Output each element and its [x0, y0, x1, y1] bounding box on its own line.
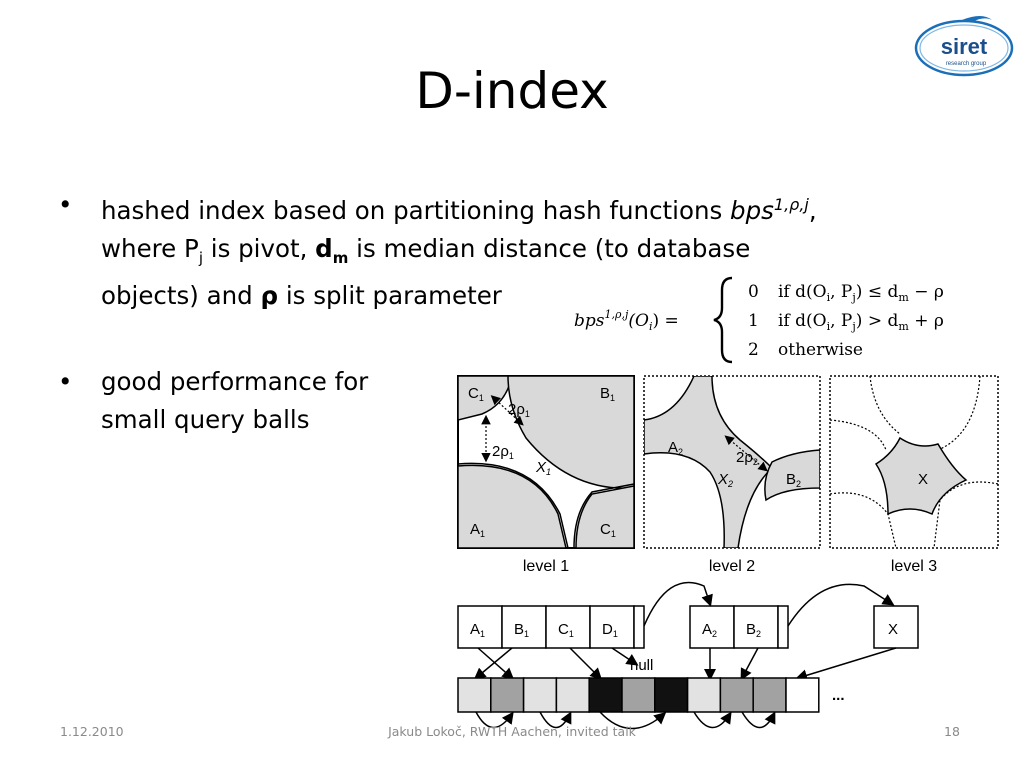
bullet-item-hashed-index: • hashed index based on partitioning has… — [58, 186, 831, 315]
level3-label-x: X — [918, 471, 928, 488]
bucket-b1: B1 — [514, 621, 529, 639]
formula-brace — [713, 276, 733, 364]
chain-arrow — [475, 711, 514, 729]
bucket-arrow — [611, 647, 639, 666]
storage-cell — [522, 677, 558, 713]
bullet-item-performance: • good performance for small query balls — [58, 363, 431, 439]
level1-rho-arrow-top — [490, 395, 524, 426]
level1-label-x1: X1 — [535, 459, 551, 477]
level2-region-b2 — [764, 449, 820, 502]
dindex-diagram: C1 B1 2ρ1 2ρ1 X1 A1 C1 A2 2ρ2 X2 B2 — [457, 375, 999, 730]
storage-cell — [752, 677, 787, 713]
storage-cell — [621, 677, 656, 713]
logo-ring — [914, 19, 1014, 77]
storage-cell — [457, 677, 492, 713]
level3-panel: X — [829, 375, 999, 549]
level1-label-c1-top: C1 — [468, 385, 484, 403]
level2-label-b2: B2 — [786, 471, 801, 489]
bucket-a1: A1 — [470, 621, 485, 639]
level3-caption: level 3 — [891, 558, 937, 575]
level1-panel: C1 B1 2ρ1 2ρ1 X1 A1 C1 — [457, 375, 635, 549]
footer-page-number: 18 — [944, 724, 960, 739]
chain-arrow — [693, 711, 732, 729]
bucket-arrow — [795, 647, 897, 682]
level2-caption: level 2 — [709, 558, 755, 575]
storage-cell — [555, 677, 590, 713]
level2-panel: A2 2ρ2 X2 B2 — [643, 375, 821, 549]
logo-text: siret — [941, 34, 988, 59]
level3-region-x — [874, 436, 968, 516]
siret-logo: siret research group — [914, 16, 1014, 77]
storage-cell — [588, 677, 623, 713]
chain-arrow — [741, 711, 776, 729]
level2-label-x2: X2 — [717, 471, 733, 489]
bullet-dot: • — [58, 367, 73, 397]
storage-cell — [785, 677, 820, 713]
level1-label-a1: A1 — [470, 521, 485, 539]
level1-caption: level 1 — [523, 558, 569, 575]
bucket-b2: B2 — [746, 621, 761, 639]
chain-arrow — [599, 711, 667, 730]
bucket-x: X — [888, 621, 898, 638]
bucket-group-level2: A2 B2 — [689, 605, 789, 649]
level1-label-rho-top: 2ρ1 — [508, 401, 530, 419]
bucket-arrow — [740, 647, 759, 681]
bucket-a2: A2 — [702, 621, 717, 639]
level2-label-a2: A2 — [668, 439, 683, 457]
level1-region-a1 — [458, 464, 567, 548]
pointer-arrow-level2-to-level3 — [787, 583, 895, 627]
chain-arrow — [539, 711, 572, 729]
footer-date: 1.12.2010 — [60, 724, 124, 739]
storage-row — [457, 677, 820, 713]
level2-label-rho: 2ρ2 — [736, 449, 758, 467]
bucket-arrow — [477, 647, 515, 680]
bucket-group-level3: X — [873, 605, 919, 649]
storage-cell — [490, 677, 525, 713]
storage-cell — [719, 677, 754, 713]
bucket-d1: D1 — [602, 621, 618, 639]
storage-ellipsis: ... — [832, 687, 845, 704]
level1-label-rho-left: 2ρ1 — [492, 443, 514, 461]
pointer-arrow-level1-to-level2 — [643, 581, 713, 627]
logo-subtext: research group — [946, 61, 987, 67]
logo-swoosh — [962, 16, 992, 22]
bucket-c1: C1 — [558, 621, 574, 639]
bucket-group-level1: A1 B1 C1 D1 — [457, 605, 645, 649]
footer-author: Jakub Lokoč, RWTH Aachen, invited talk — [388, 724, 636, 739]
level1-label-c1-bottom: C1 — [600, 521, 616, 539]
bucket-arrow — [569, 647, 603, 681]
bullet-list: • hashed index based on partitioning has… — [58, 186, 858, 439]
storage-cell — [686, 677, 722, 713]
formula-lhs: bps1,ρ,j(Oi) = — [574, 308, 679, 333]
bullet-dot: • — [58, 190, 73, 219]
level1-region-c1-bottom — [575, 485, 634, 548]
slide-title: D-index — [415, 62, 609, 120]
logo-inner-ring — [919, 24, 1009, 72]
storage-cell — [654, 677, 689, 713]
null-label: null — [630, 657, 653, 674]
level1-label-b1: B1 — [600, 385, 615, 403]
